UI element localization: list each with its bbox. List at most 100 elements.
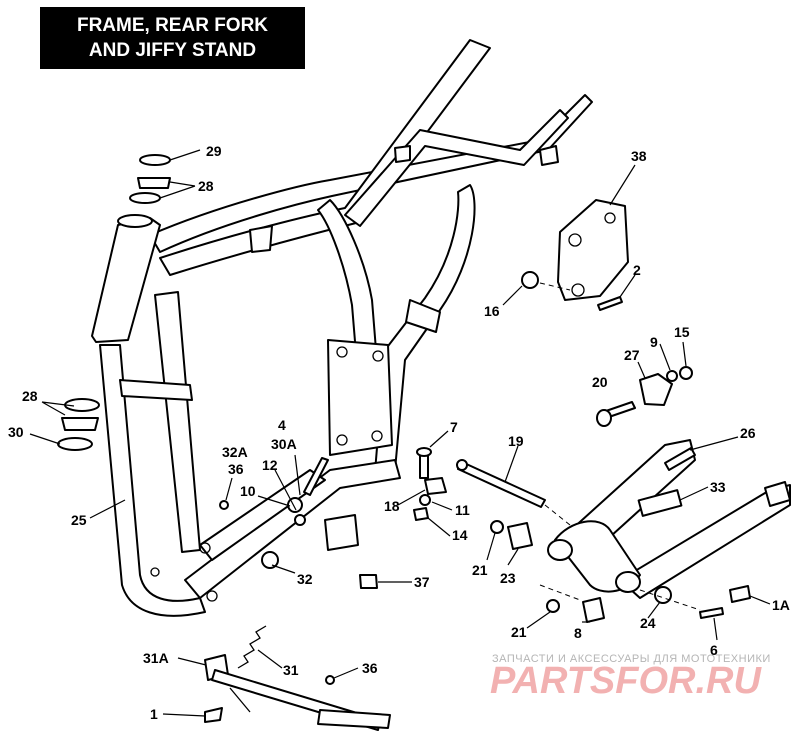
side-plate-hole (571, 283, 585, 297)
spacer-part-21-upper (490, 520, 504, 534)
callout-label: 30A (271, 436, 297, 452)
callout-label: 21 (472, 562, 488, 578)
callout-label: 16 (484, 303, 500, 319)
leader-line (682, 341, 687, 367)
frame-front-cross-brace (119, 379, 193, 401)
callout-label: 32A (222, 444, 248, 460)
frame-lower-rail (184, 459, 401, 599)
bushing-part-24 (654, 586, 672, 604)
pivot-bushing-right (615, 571, 641, 593)
bushing-part-37 (359, 574, 378, 589)
leader-lines (29, 149, 771, 717)
nut-part-14 (413, 507, 429, 521)
callout-label: 11 (455, 502, 470, 518)
leader-line (333, 667, 359, 679)
frame-gusset-plate (327, 339, 393, 456)
leader-line (274, 469, 297, 511)
leader-line (159, 181, 196, 199)
leader-line (659, 343, 671, 371)
callout-label: 18 (384, 498, 400, 514)
callout-label: 29 (206, 143, 222, 159)
pivot-shaft-part-19 (457, 461, 546, 508)
frame-rear-rail (344, 109, 569, 227)
frame-mount-tab (324, 514, 359, 551)
callout-label: 19 (508, 433, 524, 449)
rear-fork (547, 439, 791, 599)
callout-label: 26 (740, 425, 756, 441)
frame-mount-tab (539, 145, 559, 166)
leader-line (507, 548, 519, 566)
callout-label: 33 (710, 479, 726, 495)
stand-foot (317, 709, 391, 729)
callout-label: 25 (71, 512, 87, 528)
callout-label: 37 (414, 574, 430, 590)
callout-label: 36 (228, 461, 244, 477)
gusset-bolt-hole (372, 350, 384, 362)
leader-line (89, 499, 126, 519)
leader-line (429, 430, 449, 448)
leader-line (502, 285, 523, 306)
screw-part-36-upper (219, 500, 229, 510)
callout-label: 38 (631, 148, 647, 164)
side-plate-hole (568, 233, 582, 247)
callout-label: 8 (574, 625, 582, 641)
grommet-part-18 (424, 477, 447, 495)
frame-bolt-hole (150, 567, 160, 577)
callout-label: 36 (362, 660, 378, 676)
callout-label: 21 (511, 624, 527, 640)
jiffy-stand (204, 625, 391, 731)
bolt-head-part-20 (596, 409, 612, 427)
leader-line (619, 274, 636, 298)
gusset-bolt-hole (336, 346, 348, 358)
bolt-part-6 (699, 607, 724, 619)
steering-bearings-upper (129, 154, 171, 204)
callout-label: 1A (772, 597, 790, 613)
frame-lower-rail-inner (199, 469, 326, 561)
leader-line (431, 501, 453, 511)
leader-line (397, 489, 426, 506)
steering-bearings-lower (57, 398, 100, 451)
leader-line (526, 611, 551, 629)
callout-label: 28 (22, 388, 38, 404)
bushing-part-16 (521, 271, 539, 289)
bolt-part-4 (303, 457, 329, 496)
rear-fork-axle-plate (764, 481, 791, 507)
callout-label: 7 (450, 419, 458, 435)
leader-line (169, 149, 201, 161)
callout-label: 28 (198, 178, 214, 194)
leader-line (177, 657, 207, 666)
callout-labels: 29 28 38 2 16 15 9 27 20 26 28 30 4 30A … (8, 143, 790, 722)
leader-line (162, 713, 206, 717)
bearing-cone-upper (137, 177, 171, 189)
steering-head-top (117, 214, 153, 228)
spacer-part-21-lower (546, 599, 560, 613)
callout-label: 32 (297, 571, 313, 587)
title-line-1: FRAME, REAR FORK (76, 15, 269, 36)
washer-part-10 (287, 497, 303, 513)
leader-line (257, 649, 283, 669)
callout-label: 20 (592, 374, 608, 390)
frame-bolt-hole (206, 590, 218, 602)
gusset-bolt-hole (336, 434, 348, 446)
nut-part-12 (294, 514, 306, 526)
watermark-brand: PARTSFOR.RU (490, 660, 762, 702)
assembly-line (544, 504, 571, 526)
spring-part-31 (237, 625, 267, 669)
screw-part-36-lower (325, 675, 335, 685)
pivot-bushing-left (547, 539, 573, 561)
pivot-shaft-head (456, 459, 468, 471)
callout-label: 12 (262, 457, 278, 473)
frame (91, 39, 593, 617)
leader-line (713, 617, 718, 641)
callout-label: 6 (710, 642, 718, 658)
frame-bolt-hole (199, 542, 211, 554)
frame-mount-tab (249, 225, 273, 253)
frame-mount-tab (394, 145, 411, 163)
callout-label: 10 (240, 483, 256, 499)
bolt-part-1A (729, 585, 751, 603)
watermark: ЗАПЧАСТИ И АКСЕССУАРЫ ДЛЯ МОТОТЕХНИКИ PA… (490, 653, 770, 702)
leader-line (609, 164, 636, 206)
bearing-cup-upper (139, 154, 171, 166)
